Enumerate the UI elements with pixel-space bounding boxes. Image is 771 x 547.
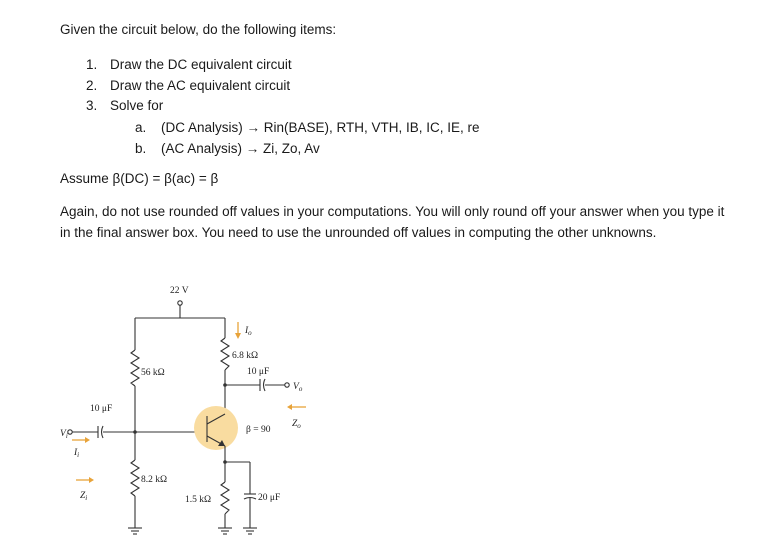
re-resistor: [219, 481, 231, 515]
r2-resistor: [129, 459, 141, 497]
task-item: 3. Solve for: [86, 96, 292, 117]
problem-intro: Given the circuit below, do the followin…: [60, 22, 337, 37]
rc-resistor: [219, 337, 231, 371]
task-item: 2. Draw the AC equivalent circuit: [86, 76, 292, 97]
task-number: 1.: [86, 57, 98, 72]
task-text: Draw the DC equivalent circuit: [110, 57, 292, 72]
assumption-text: Assume β(DC) = β(ac) = β: [60, 171, 219, 186]
zi-label: Zi: [80, 491, 87, 502]
task-number: 2.: [86, 77, 98, 93]
subtask-letter: b.: [135, 141, 147, 156]
beta-label: β = 90: [246, 425, 271, 435]
zi-arrowhead: [89, 477, 94, 483]
ce-plate-2: [243, 496, 257, 500]
vi-label: Vi: [60, 429, 68, 440]
cin-plate-2: [100, 425, 104, 439]
task-text: Draw the AC equivalent circuit: [110, 77, 291, 93]
transistor-emitter-arrow: [218, 440, 225, 446]
vo-terminal: [284, 382, 290, 388]
vcc-terminal: [177, 300, 183, 306]
subtask-letter: a.: [135, 120, 147, 135]
zo-label: Zo: [292, 419, 301, 430]
transistor-collector-lead: [206, 413, 226, 425]
subtask-text: (DC Analysis) → Rin(BASE), RTH, VTH, IB,…: [161, 120, 480, 135]
ii-label: Ii: [73, 448, 79, 459]
subtask-list: a. (DC Analysis) → Rin(BASE), RTH, VTH, I…: [135, 117, 480, 159]
subtask-text: (AC Analysis) → Zi, Zo, Av: [161, 141, 320, 156]
vo-label: Vo: [293, 382, 303, 393]
transistor-highlight: [194, 406, 238, 450]
r1-resistor: [129, 349, 141, 387]
vi-terminal: [67, 429, 73, 435]
task-number: 3.: [86, 98, 98, 113]
r1-label: 56 kΩ: [141, 368, 165, 378]
ii-arrowhead: [85, 437, 90, 443]
r2-label: 8.2 kΩ: [141, 475, 167, 485]
cin-label: 10 μF: [90, 404, 112, 414]
ce-label: 20 μF: [258, 493, 280, 503]
rounding-note: Again, do not use rounded off values in …: [60, 204, 725, 240]
zo-arrowhead: [287, 404, 292, 410]
task-list: 1. Draw the DC equivalent circuit 2. Draw …: [86, 55, 292, 117]
cout-label: 10 μF: [247, 367, 269, 377]
rc-label: 6.8 kΩ: [232, 351, 258, 361]
subtask-item: a. (DC Analysis) → Rin(BASE), RTH, VTH, I…: [135, 117, 480, 138]
task-text: Solve for: [110, 98, 164, 113]
subtask-item: b. (AC Analysis) → Zi, Zo, Av: [135, 138, 480, 159]
task-item: 1. Draw the DC equivalent circuit: [86, 55, 292, 76]
io-label: Io: [244, 326, 252, 337]
re-label: 1.5 kΩ: [185, 495, 211, 505]
cout-plate-2: [262, 378, 266, 392]
vcc-label: 22 V: [170, 286, 189, 296]
io-arrowhead: [235, 333, 241, 339]
